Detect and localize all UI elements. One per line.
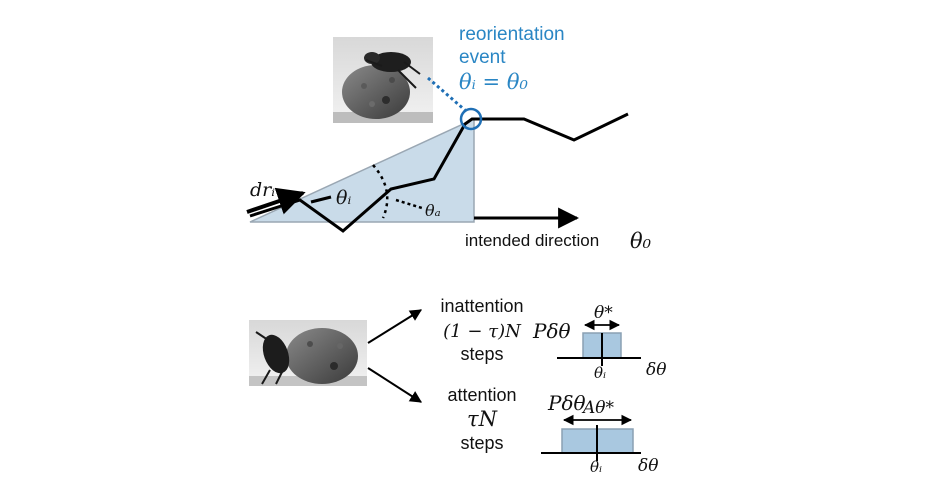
theta-0-label: θ₀ <box>630 229 652 253</box>
theta-i-label: θᵢ <box>336 187 351 209</box>
inattention-axis-label: δθ <box>646 360 666 380</box>
dung-beetle-pushing-ball-photo <box>249 320 367 386</box>
theta-i-tick <box>310 195 332 204</box>
theta-a-label: θₐ <box>425 201 441 220</box>
inattention-expr: (1 − τ)N <box>443 321 522 342</box>
attention-p-label: Pδθ <box>547 391 586 415</box>
attention-width-label: Aθ* <box>581 398 615 418</box>
dr-label: drᵢ <box>250 179 275 201</box>
attention-expr: τN <box>467 407 498 431</box>
heading-wedge <box>249 117 475 223</box>
theta-a-pointer <box>395 198 423 210</box>
dr-arrow <box>246 187 306 215</box>
attention-branch-arrow <box>367 367 423 403</box>
beetle-trajectory <box>249 112 629 233</box>
reorientation-event-marker <box>459 107 483 131</box>
inattention-center-label: θᵢ <box>594 364 606 382</box>
event-equation: θᵢ = θ₀ <box>459 70 528 94</box>
attention-center-label: θᵢ <box>590 458 602 476</box>
inattention-title: inattention <box>440 296 523 316</box>
inattention-p-label: Pδθ <box>532 319 571 343</box>
photo-pointer-dotted <box>427 76 467 113</box>
attention-axis-label: δθ <box>638 456 658 476</box>
dung-beetle-on-ball-photo <box>333 37 433 123</box>
attention-steps: steps <box>460 433 503 453</box>
theta-a-arc <box>372 164 389 219</box>
event-title-line2: event <box>459 47 506 68</box>
inattention-branch-arrow <box>367 309 423 344</box>
event-title-line1: reorientation <box>459 24 565 45</box>
inattention-steps: steps <box>460 344 503 364</box>
attention-title: attention <box>447 385 516 405</box>
intended-direction-label: intended direction <box>465 231 599 250</box>
inattention-width-label: θ* <box>594 303 613 323</box>
